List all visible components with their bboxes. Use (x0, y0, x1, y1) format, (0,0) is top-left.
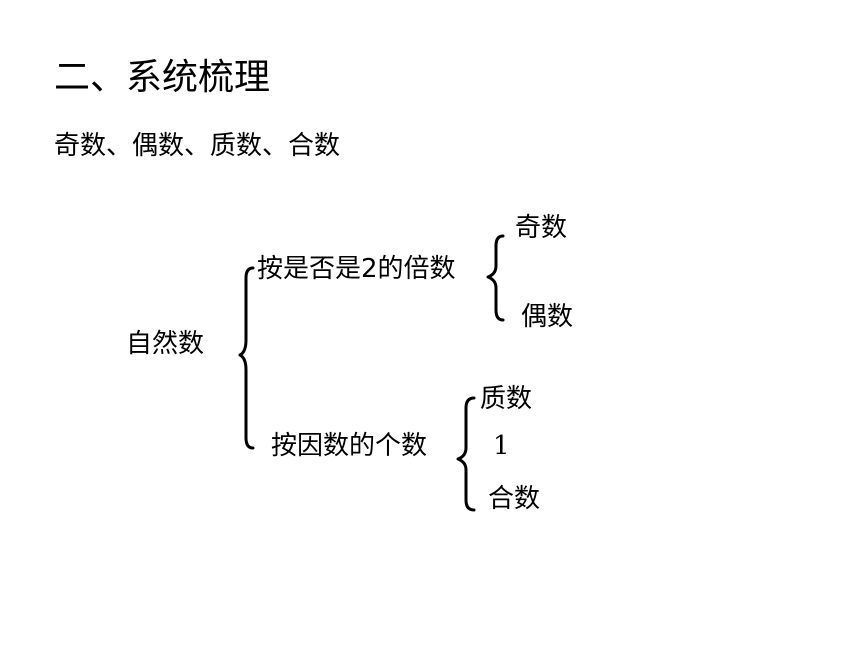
factor-brace (456, 396, 476, 512)
leaf-one: 1 (493, 431, 510, 461)
leaf-even: 偶数 (521, 302, 574, 332)
leaf-odd: 奇数 (515, 213, 568, 243)
root-brace (238, 266, 255, 450)
leaf-composite: 合数 (488, 484, 541, 514)
tree-root: 自然数 (126, 329, 205, 359)
branch-factors-label: 按因数的个数 (271, 431, 428, 461)
branch-parity-label: 按是否是2的倍数 (257, 254, 456, 284)
page-title: 二、系统梳理 (54, 57, 271, 98)
leaf-prime: 质数 (480, 384, 533, 414)
parity-brace (486, 234, 505, 322)
topic-subtitle: 奇数、偶数、质数、合数 (54, 131, 341, 161)
